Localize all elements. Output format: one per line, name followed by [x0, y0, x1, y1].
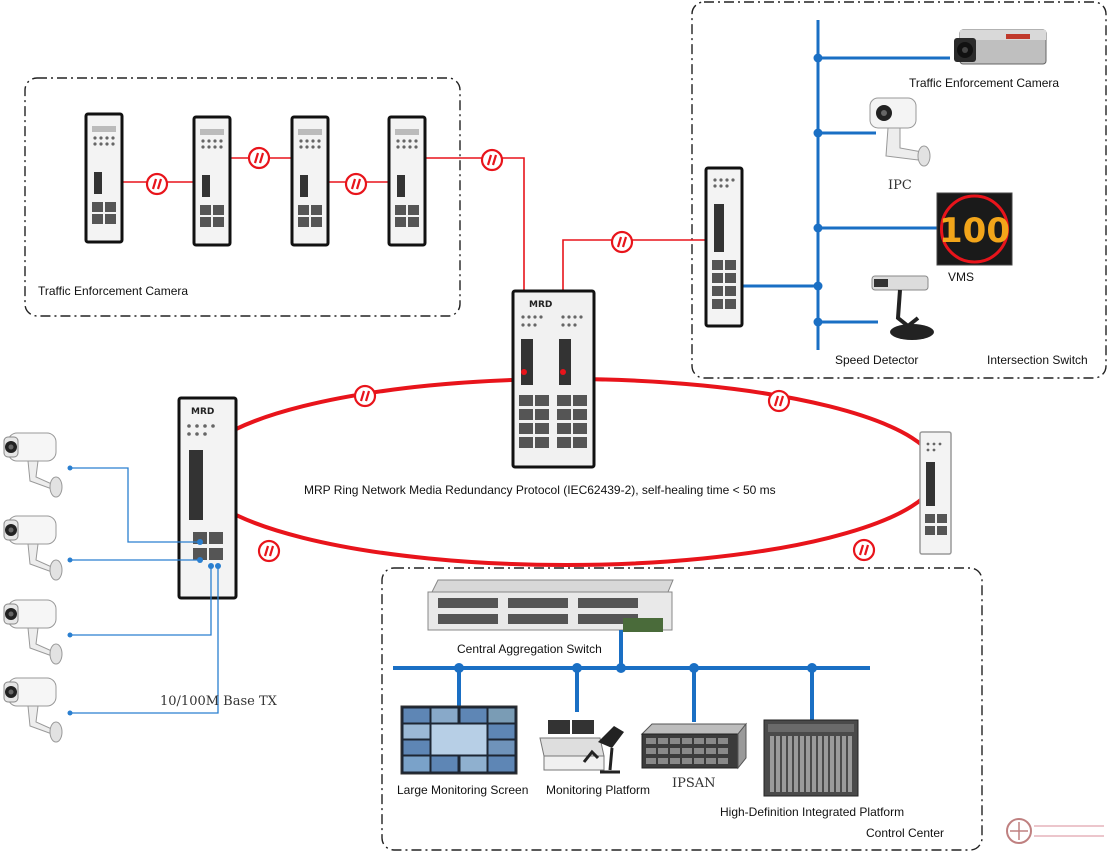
- fiber-marker: [852, 538, 876, 562]
- monitoring-platform-icon: [539, 720, 624, 774]
- left-camera-2: [3, 515, 63, 581]
- brand-logo-watermark: [1006, 818, 1104, 844]
- vms-sign: 100: [936, 192, 1013, 266]
- control-center-bus: [393, 630, 870, 722]
- monitoring-platform-label: Monitoring Platform: [546, 783, 650, 797]
- camera-chain-label: Traffic Enforcement Camera: [38, 284, 188, 298]
- center-ring-switch: MRD: [511, 289, 596, 469]
- fiber-marker: [767, 389, 791, 413]
- monitor-screen-label: Large Monitoring Screen: [397, 783, 528, 797]
- left-camera-link-ends: [67, 465, 221, 716]
- left-ring-switch: MRD: [177, 396, 238, 600]
- switch-brand-label: MRD: [529, 300, 552, 310]
- intersection-bus-nodes: [813, 53, 823, 327]
- fiber-marker: [247, 146, 271, 170]
- left-camera-4: [3, 677, 63, 743]
- video-wall-icon: [400, 705, 518, 775]
- intersection-group: [691, 1, 1107, 379]
- speed-detector-icon: [871, 275, 934, 340]
- camera-chain-group: [24, 77, 461, 317]
- intersection-bus: [733, 20, 950, 350]
- chain-switch-3: [290, 115, 330, 247]
- control-center-group: [381, 567, 983, 851]
- chain-switch-4: [387, 115, 427, 247]
- ring-caption: MRP Ring Network Media Redundancy Protoc…: [304, 483, 776, 497]
- central-aggregation-switch-icon: [427, 579, 674, 632]
- svg-text:MRD: MRD: [191, 407, 214, 417]
- center-switch-ring-ports: [521, 369, 566, 375]
- fiber-marker: [145, 172, 169, 196]
- intersection-label: Intersection Switch: [987, 353, 1088, 367]
- ipsan-label: IPSAN: [672, 776, 716, 791]
- left-camera-1: [3, 432, 63, 498]
- chain-switch-2: [192, 115, 232, 247]
- left-camera-3: [3, 599, 63, 665]
- vms-label: VMS: [948, 270, 974, 284]
- vms-display-value: 100: [939, 211, 1010, 251]
- chain-switch-1: [84, 112, 124, 244]
- fiber-markers: [145, 146, 876, 563]
- control-center-bus-nodes: [454, 663, 817, 673]
- base-tx-label: 10/100M Base TX: [160, 694, 278, 709]
- ipsan-storage-icon: [640, 722, 748, 770]
- control-center-label: Control Center: [866, 826, 944, 840]
- top-camera-label: Traffic Enforcement Camera: [909, 76, 1059, 90]
- left-camera-links: [70, 467, 219, 714]
- fiber-marker: [480, 148, 504, 172]
- intersection-switch: [704, 166, 744, 328]
- ipc-label: IPC: [888, 178, 912, 193]
- fiber-marker: [610, 230, 634, 254]
- hd-platform-rack-icon: [763, 719, 859, 797]
- fiber-marker: [257, 539, 281, 563]
- hd-platform-label: High-Definition Integrated Platform: [720, 805, 904, 819]
- fiber-marker: [353, 384, 377, 408]
- ipc-camera-icon: [869, 97, 931, 167]
- central-switch-label: Central Aggregation Switch: [457, 642, 602, 656]
- fiber-marker: [344, 172, 368, 196]
- box-camera-icon: [954, 29, 1047, 65]
- right-ring-switch: [919, 431, 952, 555]
- speed-detector-label: Speed Detector: [835, 353, 918, 367]
